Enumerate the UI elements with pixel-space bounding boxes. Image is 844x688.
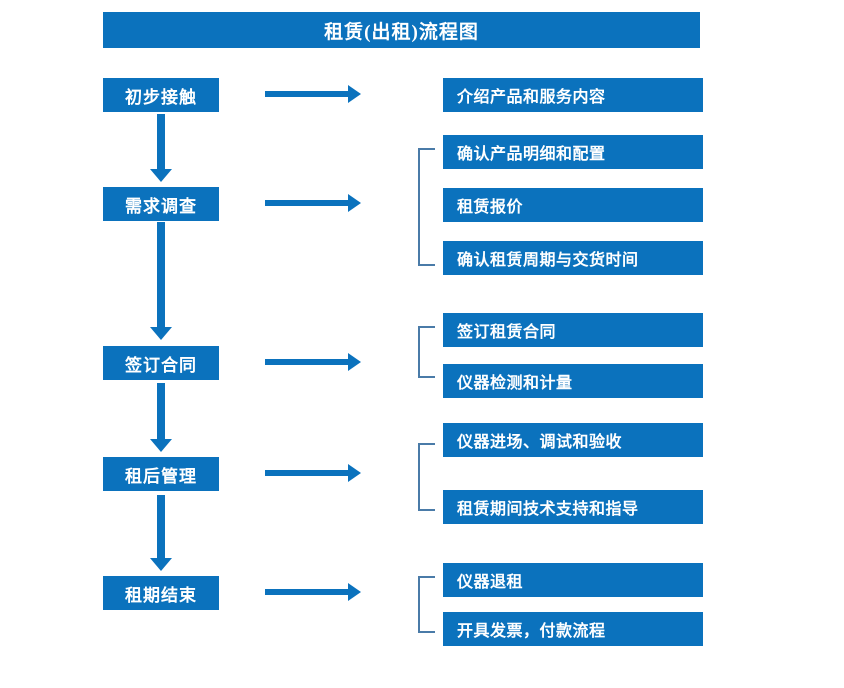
group-bracket-1 [418,148,435,266]
detail-box-3[interactable]: 租赁报价 [443,188,703,222]
page-title: 租赁(出租)流程图 [103,12,700,48]
detail-box-6[interactable]: 仪器检测和计量 [443,364,703,398]
detail-box-7[interactable]: 仪器进场、调试和验收 [443,423,703,457]
group-bracket-2 [418,326,435,378]
flow-arrow-right-2 [265,194,361,212]
detail-box-10[interactable]: 开具发票，付款流程 [443,612,703,646]
detail-box-4[interactable]: 确认租赁周期与交货时间 [443,241,703,275]
detail-box-9[interactable]: 仪器退租 [443,563,703,597]
detail-box-5[interactable]: 签订租赁合同 [443,313,703,347]
group-bracket-4 [418,576,435,633]
stage-box-1[interactable]: 初步接触 [103,78,219,112]
detail-box-2[interactable]: 确认产品明细和配置 [443,135,703,169]
flow-arrow-down-2 [150,222,172,340]
detail-box-1[interactable]: 介绍产品和服务内容 [443,78,703,112]
flow-arrow-right-4 [265,464,361,482]
group-bracket-3 [418,443,435,511]
flow-arrow-right-1 [265,85,361,103]
stage-box-4[interactable]: 租后管理 [103,457,219,491]
flow-arrow-down-1 [150,114,172,182]
stage-box-2[interactable]: 需求调查 [103,187,219,221]
stage-box-3[interactable]: 签订合同 [103,346,219,380]
flow-arrow-right-3 [265,353,361,371]
flow-arrow-right-5 [265,583,361,601]
flow-arrow-down-3 [150,383,172,452]
stage-box-5[interactable]: 租期结束 [103,576,219,610]
detail-box-8[interactable]: 租赁期间技术支持和指导 [443,490,703,524]
flow-arrow-down-4 [150,495,172,571]
